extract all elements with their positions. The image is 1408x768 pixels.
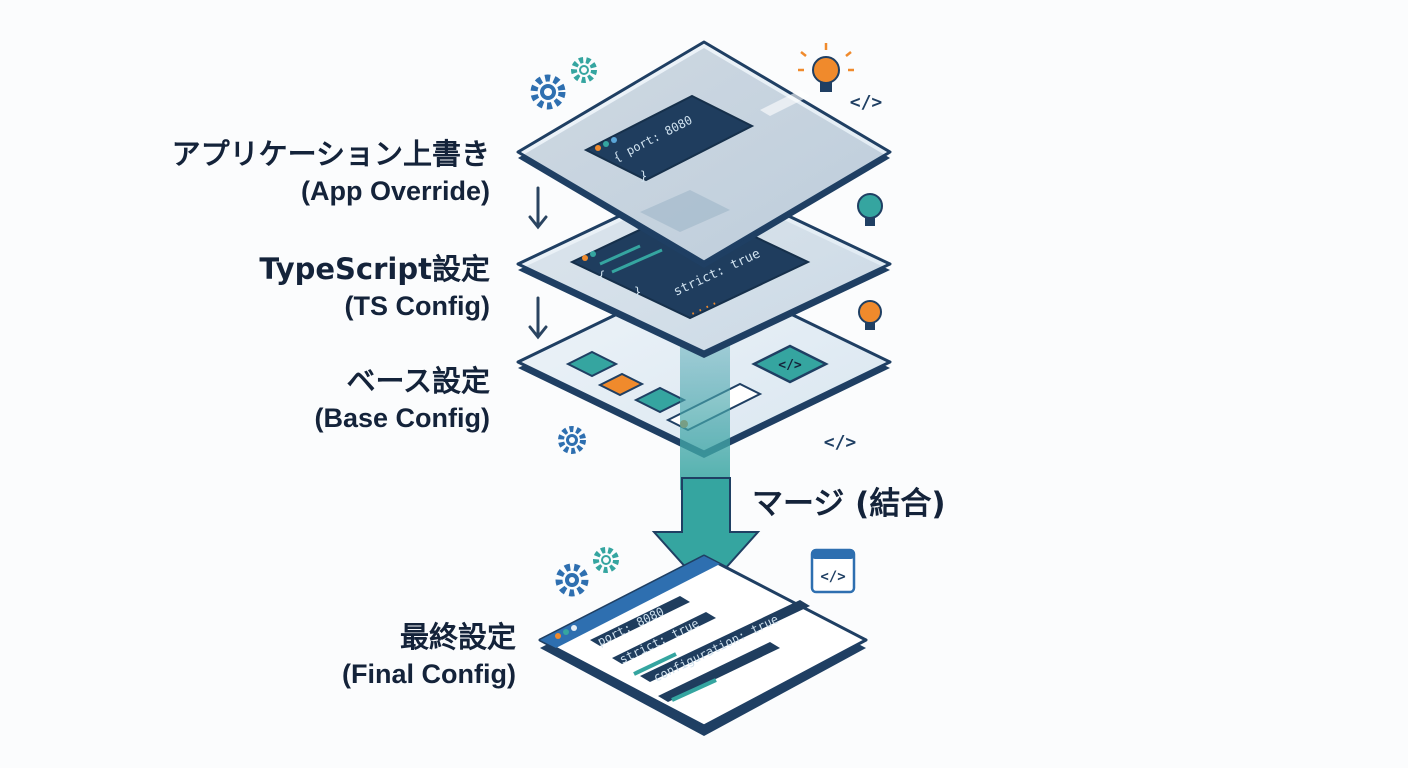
final-config-title-jp: 最終設定 — [399, 620, 516, 654]
base-widget-orange — [597, 372, 645, 397]
lightbulb-icon — [798, 43, 854, 92]
arrow-down-icon — [528, 186, 548, 230]
ts-code-brace-close: } — [634, 285, 641, 299]
code-icon: </> — [824, 432, 857, 453]
base-config-label: ベース設定 (Base Config) — [315, 362, 491, 436]
code-icon: </> — [850, 92, 883, 113]
app-code-brace-close: } — [640, 169, 647, 183]
base-widget-teal-1 — [565, 350, 619, 378]
app-override-title-jp: アプリケーション上書き — [171, 137, 490, 171]
app-ghost-panel — [640, 190, 730, 232]
app-override-label: アプリケーション上書き (App Override) — [172, 135, 490, 209]
final-config-title-en: (Final Config) — [342, 659, 516, 689]
app-override-layer: { port: 8080 } — [516, 40, 892, 268]
merge-label: マージ (結合) — [752, 486, 946, 522]
final-config-layer: port: 8080 strict: true configuration: t… — [538, 554, 868, 736]
base-config-title-en: (Base Config) — [314, 403, 491, 433]
gear-icon — [530, 74, 566, 110]
merge-arrow-icon — [651, 477, 761, 592]
arrow-down-icon — [528, 296, 548, 340]
gear-icon — [593, 547, 619, 573]
lightbulb-icon — [857, 193, 883, 226]
ts-config-title-jp: TypeScript設定 — [259, 252, 490, 286]
gear-icon — [555, 563, 589, 597]
final-config-label: 最終設定 (Final Config) — [342, 618, 516, 692]
lightbulb-icon — [858, 300, 882, 330]
app-code-panel — [583, 94, 755, 182]
svg-text:</>: </> — [778, 358, 802, 373]
ts-code-brace-open: { — [598, 269, 605, 283]
gear-icon — [571, 57, 597, 83]
code-icon — [751, 344, 829, 384]
ts-config-title-en: (TS Config) — [344, 291, 490, 321]
gear-icon — [558, 426, 586, 454]
base-config-title-jp: ベース設定 — [346, 364, 490, 398]
svg-text:</>: </> — [820, 569, 845, 585]
app-override-title-en: (App Override) — [300, 176, 490, 206]
final-window-bar — [540, 556, 720, 648]
ts-config-label: TypeScript設定 (TS Config) — [259, 250, 490, 324]
code-window-icon: </> — [810, 548, 856, 594]
